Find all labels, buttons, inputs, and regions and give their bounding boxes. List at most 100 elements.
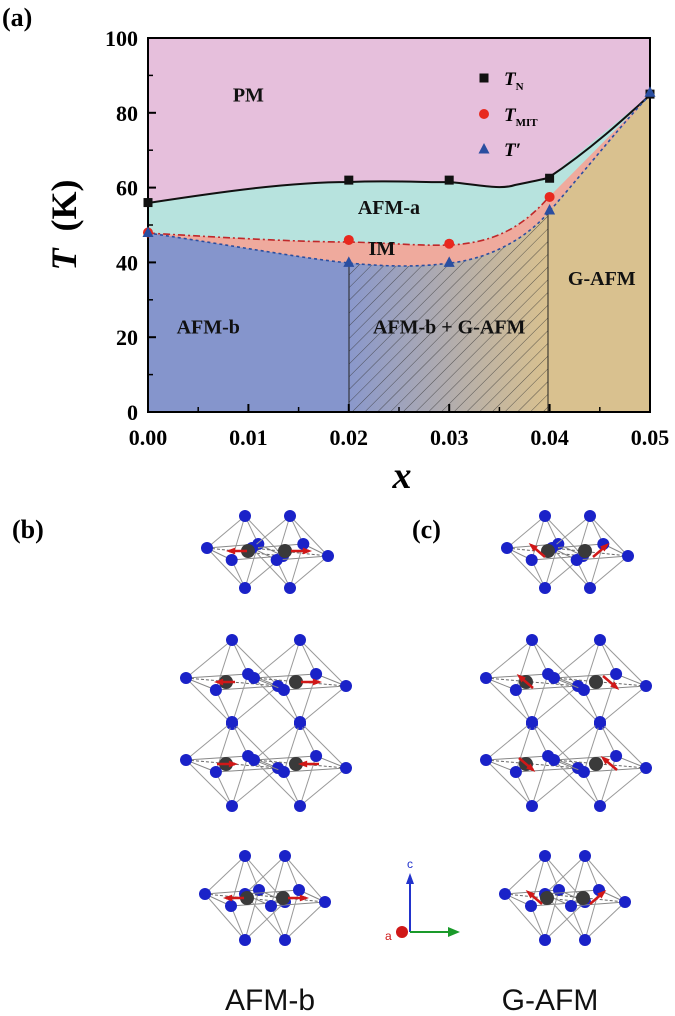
octahedron-edge	[551, 547, 591, 589]
octahedron-edge	[185, 673, 249, 679]
octahedron-edge	[283, 639, 301, 691]
octahedron-edge	[215, 767, 279, 773]
spin-arrowhead	[223, 894, 233, 902]
octahedron-edge	[576, 555, 629, 561]
octahedron-edge	[276, 555, 329, 561]
oxygen-atom	[270, 554, 283, 566]
spin-arrowhead	[298, 760, 308, 768]
b-axis-arrowhead	[448, 927, 460, 937]
octahedron-edge	[231, 721, 249, 757]
octahedron-edge	[584, 901, 626, 941]
octahedron-edge	[544, 889, 560, 941]
panel-c-label: (c)	[412, 515, 441, 544]
octahedron-edge	[244, 901, 286, 941]
oxygen-atom	[265, 900, 277, 912]
octahedron-edge	[270, 855, 286, 907]
octahedron-edge	[253, 759, 301, 807]
oxygen-atom	[297, 538, 310, 550]
oxygen-atom	[526, 716, 538, 728]
spin-arrowhead	[299, 894, 309, 902]
octahedron-edge	[544, 889, 600, 895]
legend-label: TMIT	[504, 105, 538, 129]
oxygen-atom	[548, 672, 560, 684]
oxygen-atom	[294, 800, 306, 812]
octahedron-edge	[531, 721, 579, 769]
octahedron-edge	[231, 755, 249, 807]
oxygen-atom	[594, 716, 606, 728]
oxygen-atom	[226, 634, 238, 646]
data-markers	[142, 86, 656, 267]
oxygen-atom	[293, 884, 305, 896]
oxygen-atom	[248, 672, 260, 684]
octahedron-edge	[506, 515, 546, 549]
oxygen-atom	[340, 762, 352, 774]
octahedron-edge	[231, 767, 279, 807]
caption-g-afm: G-AFM	[502, 984, 599, 1016]
x-tick-label: 0.05	[631, 425, 670, 450]
oxygen-atom	[248, 754, 260, 766]
svg-text:T (K): T (K)	[44, 180, 84, 271]
spin-arrowhead	[597, 890, 607, 899]
oxygen-atom	[570, 554, 583, 566]
oxygen-atom	[539, 582, 551, 594]
octahedron-edge	[283, 685, 347, 691]
oxygen-atom	[239, 582, 251, 594]
metal-atom	[589, 675, 603, 689]
octahedron-edge	[289, 515, 329, 557]
oxygen-atom	[322, 550, 334, 562]
oxygen-atom	[579, 934, 591, 946]
oxygen-atom	[226, 716, 238, 728]
metal-atom	[589, 757, 603, 771]
tn-boundary-line	[148, 94, 650, 204]
oxygen-atom	[619, 896, 631, 908]
octahedron-edge	[251, 543, 304, 549]
spin-arrowhead	[516, 674, 526, 683]
octahedron-edge	[544, 515, 584, 557]
octahedron-edge	[531, 685, 579, 725]
oxygen-atom	[539, 510, 551, 522]
octahedron-edge	[570, 855, 586, 907]
oxygen-atom	[610, 668, 623, 680]
oxygen-atom	[577, 766, 590, 778]
octahedron-edge	[485, 759, 533, 807]
metal-atom	[578, 544, 592, 558]
oxygen-atom	[199, 888, 211, 900]
y-tick-label: 60	[116, 176, 138, 201]
octahedron	[201, 510, 289, 594]
octahedron-edge	[206, 547, 246, 589]
octahedron-edge	[589, 515, 629, 557]
oxygen-atom	[480, 672, 492, 684]
octahedron-edge	[185, 759, 233, 807]
data-point-circle	[544, 191, 555, 202]
octahedron-edge	[553, 759, 601, 807]
data-point-triangle	[142, 226, 154, 237]
x-tick-label: 0.00	[129, 425, 168, 450]
oxygen-atom	[565, 900, 577, 912]
oxygen-atom	[584, 510, 596, 522]
oxygen-atom	[594, 800, 606, 812]
octahedron-edge	[544, 855, 560, 891]
data-point-circle	[444, 238, 455, 249]
octahedron-edge	[531, 755, 549, 807]
octahedron-edge	[253, 677, 301, 725]
oxygen-atom	[640, 762, 652, 774]
octahedron-edge	[185, 721, 233, 761]
spin-arrowhead	[228, 760, 238, 768]
y-tick-label: 100	[105, 26, 138, 51]
g-afm-structure	[480, 510, 652, 946]
spin-arrowhead	[226, 547, 236, 555]
metal-atom	[276, 891, 290, 905]
octahedron-diagonal	[206, 547, 284, 557]
oxygen-atom	[239, 510, 251, 522]
octahedron-edge	[504, 855, 546, 895]
data-point-square	[545, 173, 555, 183]
afm-b-structure	[180, 510, 352, 946]
oxygen-atom	[279, 850, 291, 862]
octahedron-edge	[553, 721, 601, 761]
oxygen-atom	[209, 766, 222, 778]
octahedron-edge	[253, 639, 301, 679]
octahedron-edge	[583, 639, 601, 691]
legend-label: T′	[504, 140, 521, 161]
